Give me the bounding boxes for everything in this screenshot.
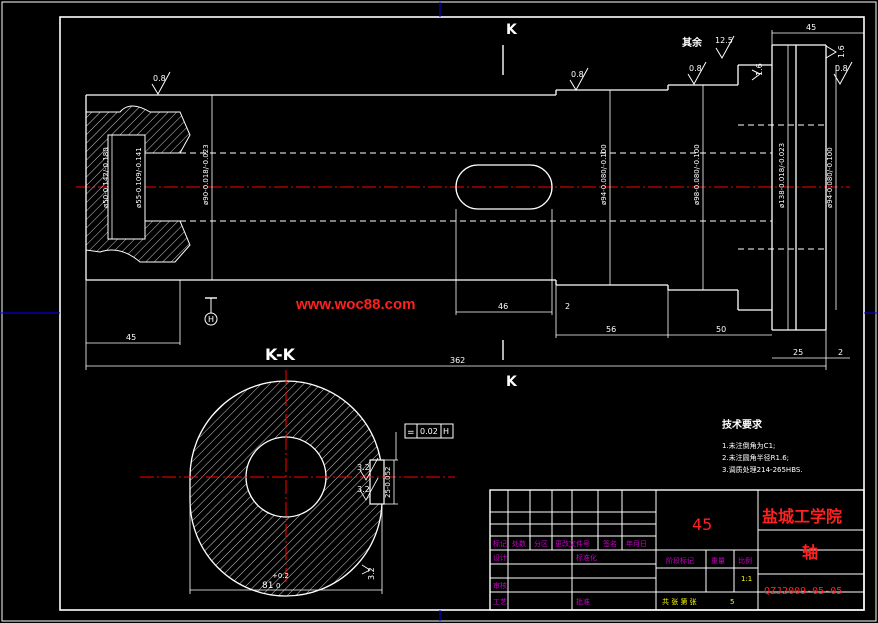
roughness-5: 1.6	[755, 63, 764, 76]
dim-gap-1: 2	[565, 302, 570, 311]
dim-key-width: 25-0.052	[384, 467, 392, 498]
title-drawing-no: QZJ2009-05-05	[764, 586, 842, 597]
label-approve: 批准	[576, 597, 590, 606]
dim-flange-width: 25	[793, 348, 803, 357]
row-review: 审核	[493, 581, 507, 590]
section-marker-bottom: K	[506, 374, 518, 390]
tech-req-title: 技术要求	[722, 418, 763, 431]
dim-flange-top: 45	[806, 23, 816, 32]
section-marker-top: K	[506, 22, 518, 38]
header-date: 年月日	[626, 539, 647, 548]
roughness-6: 1.6	[837, 45, 846, 58]
diameter-dims	[111, 45, 837, 330]
keyway-slot	[455, 164, 553, 210]
dim-seat-2: ø98-0.080/-0.100	[693, 144, 701, 205]
roughness-8: 3.2	[357, 485, 370, 494]
roughness-9: 3.2	[367, 567, 376, 580]
label-stage: 阶段标记	[666, 556, 694, 565]
dim-gap-2: 2	[838, 348, 843, 357]
dim-overall-length: 362	[450, 356, 465, 365]
title-school: 盐城工学院	[762, 507, 842, 526]
header-zone: 分区	[534, 539, 548, 548]
scale-value: 1:1	[741, 575, 752, 583]
tech-req-item-3: 3.调质处理214-265HBS.	[722, 465, 803, 474]
tech-req-item-2: 2.未注圆角半径R1.6;	[722, 453, 789, 462]
header-mark: 标记	[493, 539, 507, 548]
roughness-7: 3.2	[357, 463, 370, 472]
dim-bore-outer: ø50-0.142/-0.180	[102, 147, 110, 208]
label-scale: 比例	[738, 556, 752, 565]
header-count: 处数	[512, 539, 526, 548]
hidden-lines	[180, 124, 826, 250]
label-sheets: 共 张 第 张	[662, 597, 697, 606]
section-view	[140, 370, 455, 597]
header-sign: 签名	[603, 539, 617, 548]
title-block	[489, 489, 865, 611]
dim-section-tol-upper: +0.2	[272, 572, 289, 580]
roughness-symbols	[151, 35, 853, 96]
geo-tol-value: 0.02	[420, 427, 438, 436]
section-dims	[189, 432, 398, 594]
dim-body-diameter: ø90-0.018/-0.023	[202, 144, 210, 205]
roughness-3: 0.8	[689, 64, 702, 73]
dim-step-1: 56	[606, 325, 616, 334]
geo-tolerance-frame: = 0.02 H	[404, 423, 454, 439]
header-doc: 更改文件号	[555, 539, 590, 548]
title-material: 45	[692, 515, 712, 534]
dim-seat-3: ø94-0.080/-0.100	[826, 147, 834, 208]
row-process: 工艺	[493, 598, 507, 606]
roughness-1: 0.8	[153, 74, 166, 83]
dim-seat-1: ø94-0.080/-0.100	[600, 144, 608, 205]
datum-label: H	[208, 315, 214, 324]
roughness-rest-label: 其余	[682, 36, 703, 49]
dim-step-2: 50	[716, 325, 726, 334]
dim-section-tol-lower: 0	[276, 582, 280, 590]
dim-bore-depth: 45	[126, 333, 136, 342]
roughness-rest-value: 12.5	[715, 36, 733, 45]
sheet-number: 5	[730, 598, 734, 606]
tech-requirements: 技术要求 1.未注倒角为C1; 2.未注圆角半径R1.6; 3.调质处理214-…	[722, 418, 803, 474]
roughness-2: 0.8	[571, 70, 584, 79]
geo-tol-symbol: =	[407, 428, 415, 438]
tech-req-item-1: 1.未注倒角为C1;	[722, 441, 775, 450]
title-part-name: 轴	[802, 543, 818, 562]
geo-tol-datum: H	[443, 427, 449, 436]
roughness-4: 0.8	[835, 64, 848, 73]
dim-flange-diameter: ø138-0.018/-0.023	[778, 143, 786, 208]
dim-keyway-length: 46	[498, 302, 508, 311]
dim-bore-inner: ø55-0.109/-0.141	[135, 147, 143, 208]
section-view-title: K-K	[265, 345, 296, 364]
dim-section-width: 81	[262, 581, 273, 591]
datum-marker: H	[204, 297, 218, 326]
row-design: 设计	[493, 553, 507, 562]
length-dims	[85, 30, 864, 370]
label-standardize: 标准化	[576, 553, 597, 562]
watermark: www.woc88.com	[295, 296, 415, 313]
label-weight: 重量	[711, 557, 725, 565]
